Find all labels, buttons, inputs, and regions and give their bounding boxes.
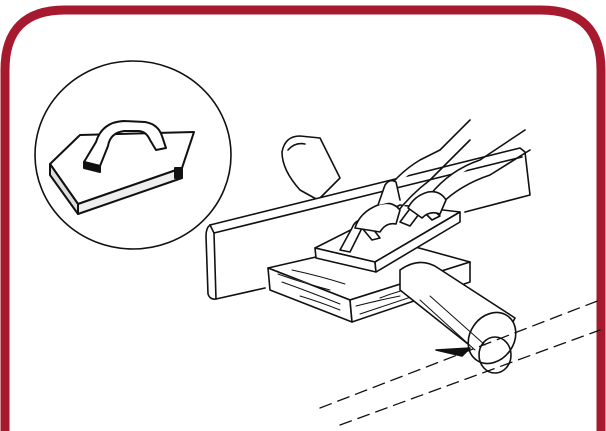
table-edge-lines [319,299,601,426]
right-hand-arm [407,129,531,219]
blade-guard-arm [281,135,341,201]
inset-detail [34,60,232,250]
left-hand-arm [354,119,471,233]
push-block-icon [49,120,195,215]
frame-border [0,5,606,431]
main-illustration [205,119,601,426]
cutter-roller [399,261,517,374]
jointer-fence [205,147,531,300]
